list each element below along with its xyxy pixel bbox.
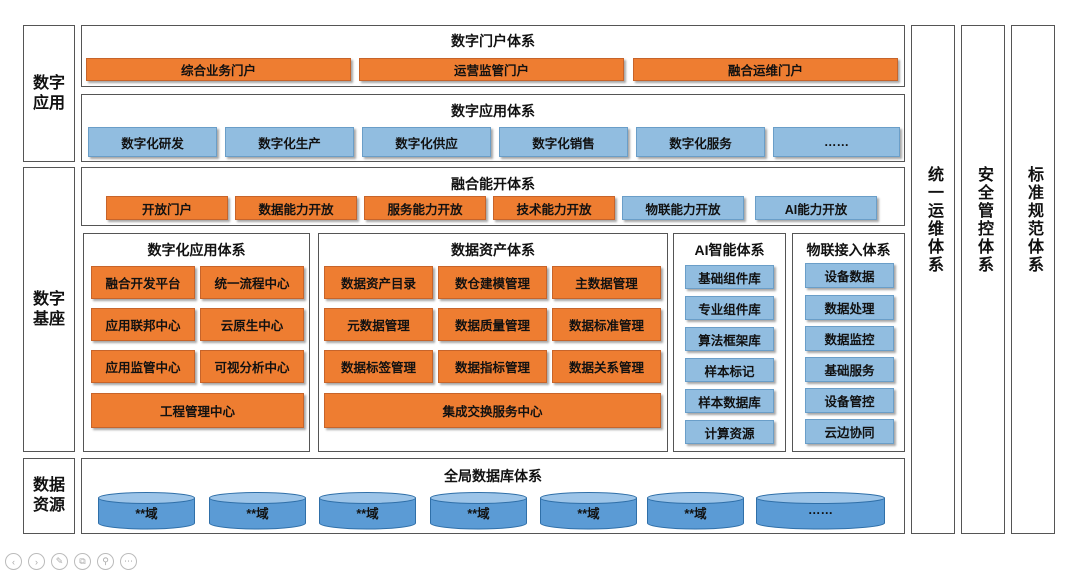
open-system-item: 开放门户 [106,196,228,220]
data-asset-item: 数据标准管理 [552,308,661,341]
ai-system-item: 专业组件库 [685,296,774,320]
portal-item: 融合运维门户 [633,58,898,81]
digital-app-item: 统一流程中心 [200,266,304,299]
label-text: 数据 资源 [32,477,65,514]
next-icon[interactable]: › [28,553,45,570]
open-system-title: 融合能开体系 [451,176,535,192]
data-asset-item: 数仓建模管理 [438,266,547,299]
database-domain-cylinder: **域 [430,492,527,530]
column-text: 标准规范体系 [1025,165,1042,274]
app-system-item: 数字化生产 [225,127,354,157]
data-asset-item: 集成交换服务中心 [324,393,661,428]
digital-app-panel: 数字化应用体系 融合开发平台 统一流程中心 应用联邦中心 云原生中心 应用监管中… [83,233,310,452]
digital-app-item: 云原生中心 [200,308,304,341]
iot-system-item: 云边协同 [805,419,894,444]
column-ops: 统一运维体系 [911,25,955,534]
database-domain-label: **域 [135,507,158,521]
data-asset-panel: 数据资产体系 数据资产目录 数仓建模管理 主数据管理 元数据管理 数据质量管理 … [318,233,668,452]
label-digital-base: 数字 基座 [23,167,75,452]
app-system-item: 数字化服务 [636,127,765,157]
column-standards: 标准规范体系 [1011,25,1055,534]
digital-app-item: 融合开发平台 [91,266,195,299]
ai-system-item: 样本数据库 [685,389,774,413]
more-icon[interactable]: ⋯ [120,553,137,570]
data-asset-title: 数据资产体系 [451,242,535,258]
data-asset-item: 数据指标管理 [438,350,547,383]
iot-system-title: 物联接入体系 [806,242,891,258]
open-system-panel: 融合能开体系 开放门户 数据能力开放 服务能力开放 技术能力开放 物联能力开放 … [81,167,905,226]
database-domain-cylinder: **域 [319,492,416,530]
database-title: 全局数据库体系 [444,468,542,484]
data-asset-item: 主数据管理 [552,266,661,299]
iot-system-item: 设备管控 [805,388,894,413]
label-data-resource: 数据 资源 [23,458,75,534]
digital-app-item: 应用联邦中心 [91,308,195,341]
database-domain-label: **域 [684,507,707,521]
open-system-item: 数据能力开放 [235,196,357,220]
zoom-icon[interactable]: ⚲ [97,553,114,570]
open-system-item: 服务能力开放 [364,196,486,220]
copy-icon[interactable]: ⧉ [74,553,91,570]
cylinder-shape [756,492,885,530]
column-text: 统一运维体系 [925,165,942,274]
cylinder-shape [209,492,306,530]
database-domain-label: **域 [467,507,490,521]
iot-system-item: 数据处理 [805,295,894,320]
database-domain-label: **域 [246,507,269,521]
portal-panel: 数字门户体系 综合业务门户 运营监管门户 融合运维门户 [81,25,905,87]
column-text: 安全管控体系 [975,165,992,274]
database-panel: 全局数据库体系 **域 **域 **域 **域 **域 **域 …… [81,458,905,534]
digital-app-title: 数字化应用体系 [147,242,246,258]
iot-system-panel: 物联接入体系 设备数据 数据处理 数据监控 基础服务 设备管控 云边协同 [792,233,905,452]
ai-system-item: 样本标记 [685,358,774,382]
database-domain-cylinder: …… [756,492,885,530]
cylinder-shape [319,492,416,530]
cylinder-shape [98,492,195,530]
cylinder-shape [430,492,527,530]
open-system-item: 技术能力开放 [493,196,615,220]
database-domain-label: …… [808,503,833,517]
open-system-item: AI能力开放 [755,196,877,220]
data-asset-item: 数据标签管理 [324,350,433,383]
ai-system-item: 算法框架库 [685,327,774,351]
prev-icon[interactable]: ‹ [5,553,22,570]
label-text: 数字 应用 [32,74,65,112]
label-digital-app: 数字 应用 [23,25,75,162]
iot-system-item: 设备数据 [805,263,894,288]
iot-system-item: 基础服务 [805,357,894,382]
ai-system-item: 基础组件库 [685,265,774,289]
app-system-panel: 数字应用体系 数字化研发 数字化生产 数字化供应 数字化销售 数字化服务 …… [81,94,905,162]
ai-system-panel: AI智能体系 基础组件库 专业组件库 算法框架库 样本标记 样本数据库 计算资源 [673,233,786,452]
database-domain-cylinder: **域 [98,492,195,530]
portal-item: 运营监管门户 [359,58,624,81]
portal-item: 综合业务门户 [86,58,351,81]
database-domain-label: **域 [356,507,379,521]
database-domain-cylinder: **域 [209,492,306,530]
portal-title: 数字门户体系 [451,33,535,49]
cylinder-shape [647,492,744,530]
database-domain-cylinder: **域 [540,492,637,530]
digital-app-item: 可视分析中心 [200,350,304,383]
ai-system-title: AI智能体系 [694,242,765,258]
digital-app-item: 应用监管中心 [91,350,195,383]
app-system-item: …… [773,127,900,157]
pen-icon[interactable]: ✎ [51,553,68,570]
database-domain-label: **域 [577,507,600,521]
data-asset-item: 元数据管理 [324,308,433,341]
label-text: 数字 基座 [32,290,65,328]
app-system-title: 数字应用体系 [451,103,535,119]
database-domain-cylinder: **域 [647,492,744,530]
ai-system-item: 计算资源 [685,420,774,444]
iot-system-item: 数据监控 [805,326,894,351]
data-asset-item: 数据质量管理 [438,308,547,341]
open-system-item: 物联能力开放 [622,196,744,220]
app-system-item: 数字化研发 [88,127,217,157]
digital-app-item: 工程管理中心 [91,393,304,428]
cylinder-shape [540,492,637,530]
app-system-item: 数字化销售 [499,127,628,157]
column-security: 安全管控体系 [961,25,1005,534]
data-asset-item: 数据关系管理 [552,350,661,383]
data-asset-item: 数据资产目录 [324,266,433,299]
app-system-item: 数字化供应 [362,127,491,157]
